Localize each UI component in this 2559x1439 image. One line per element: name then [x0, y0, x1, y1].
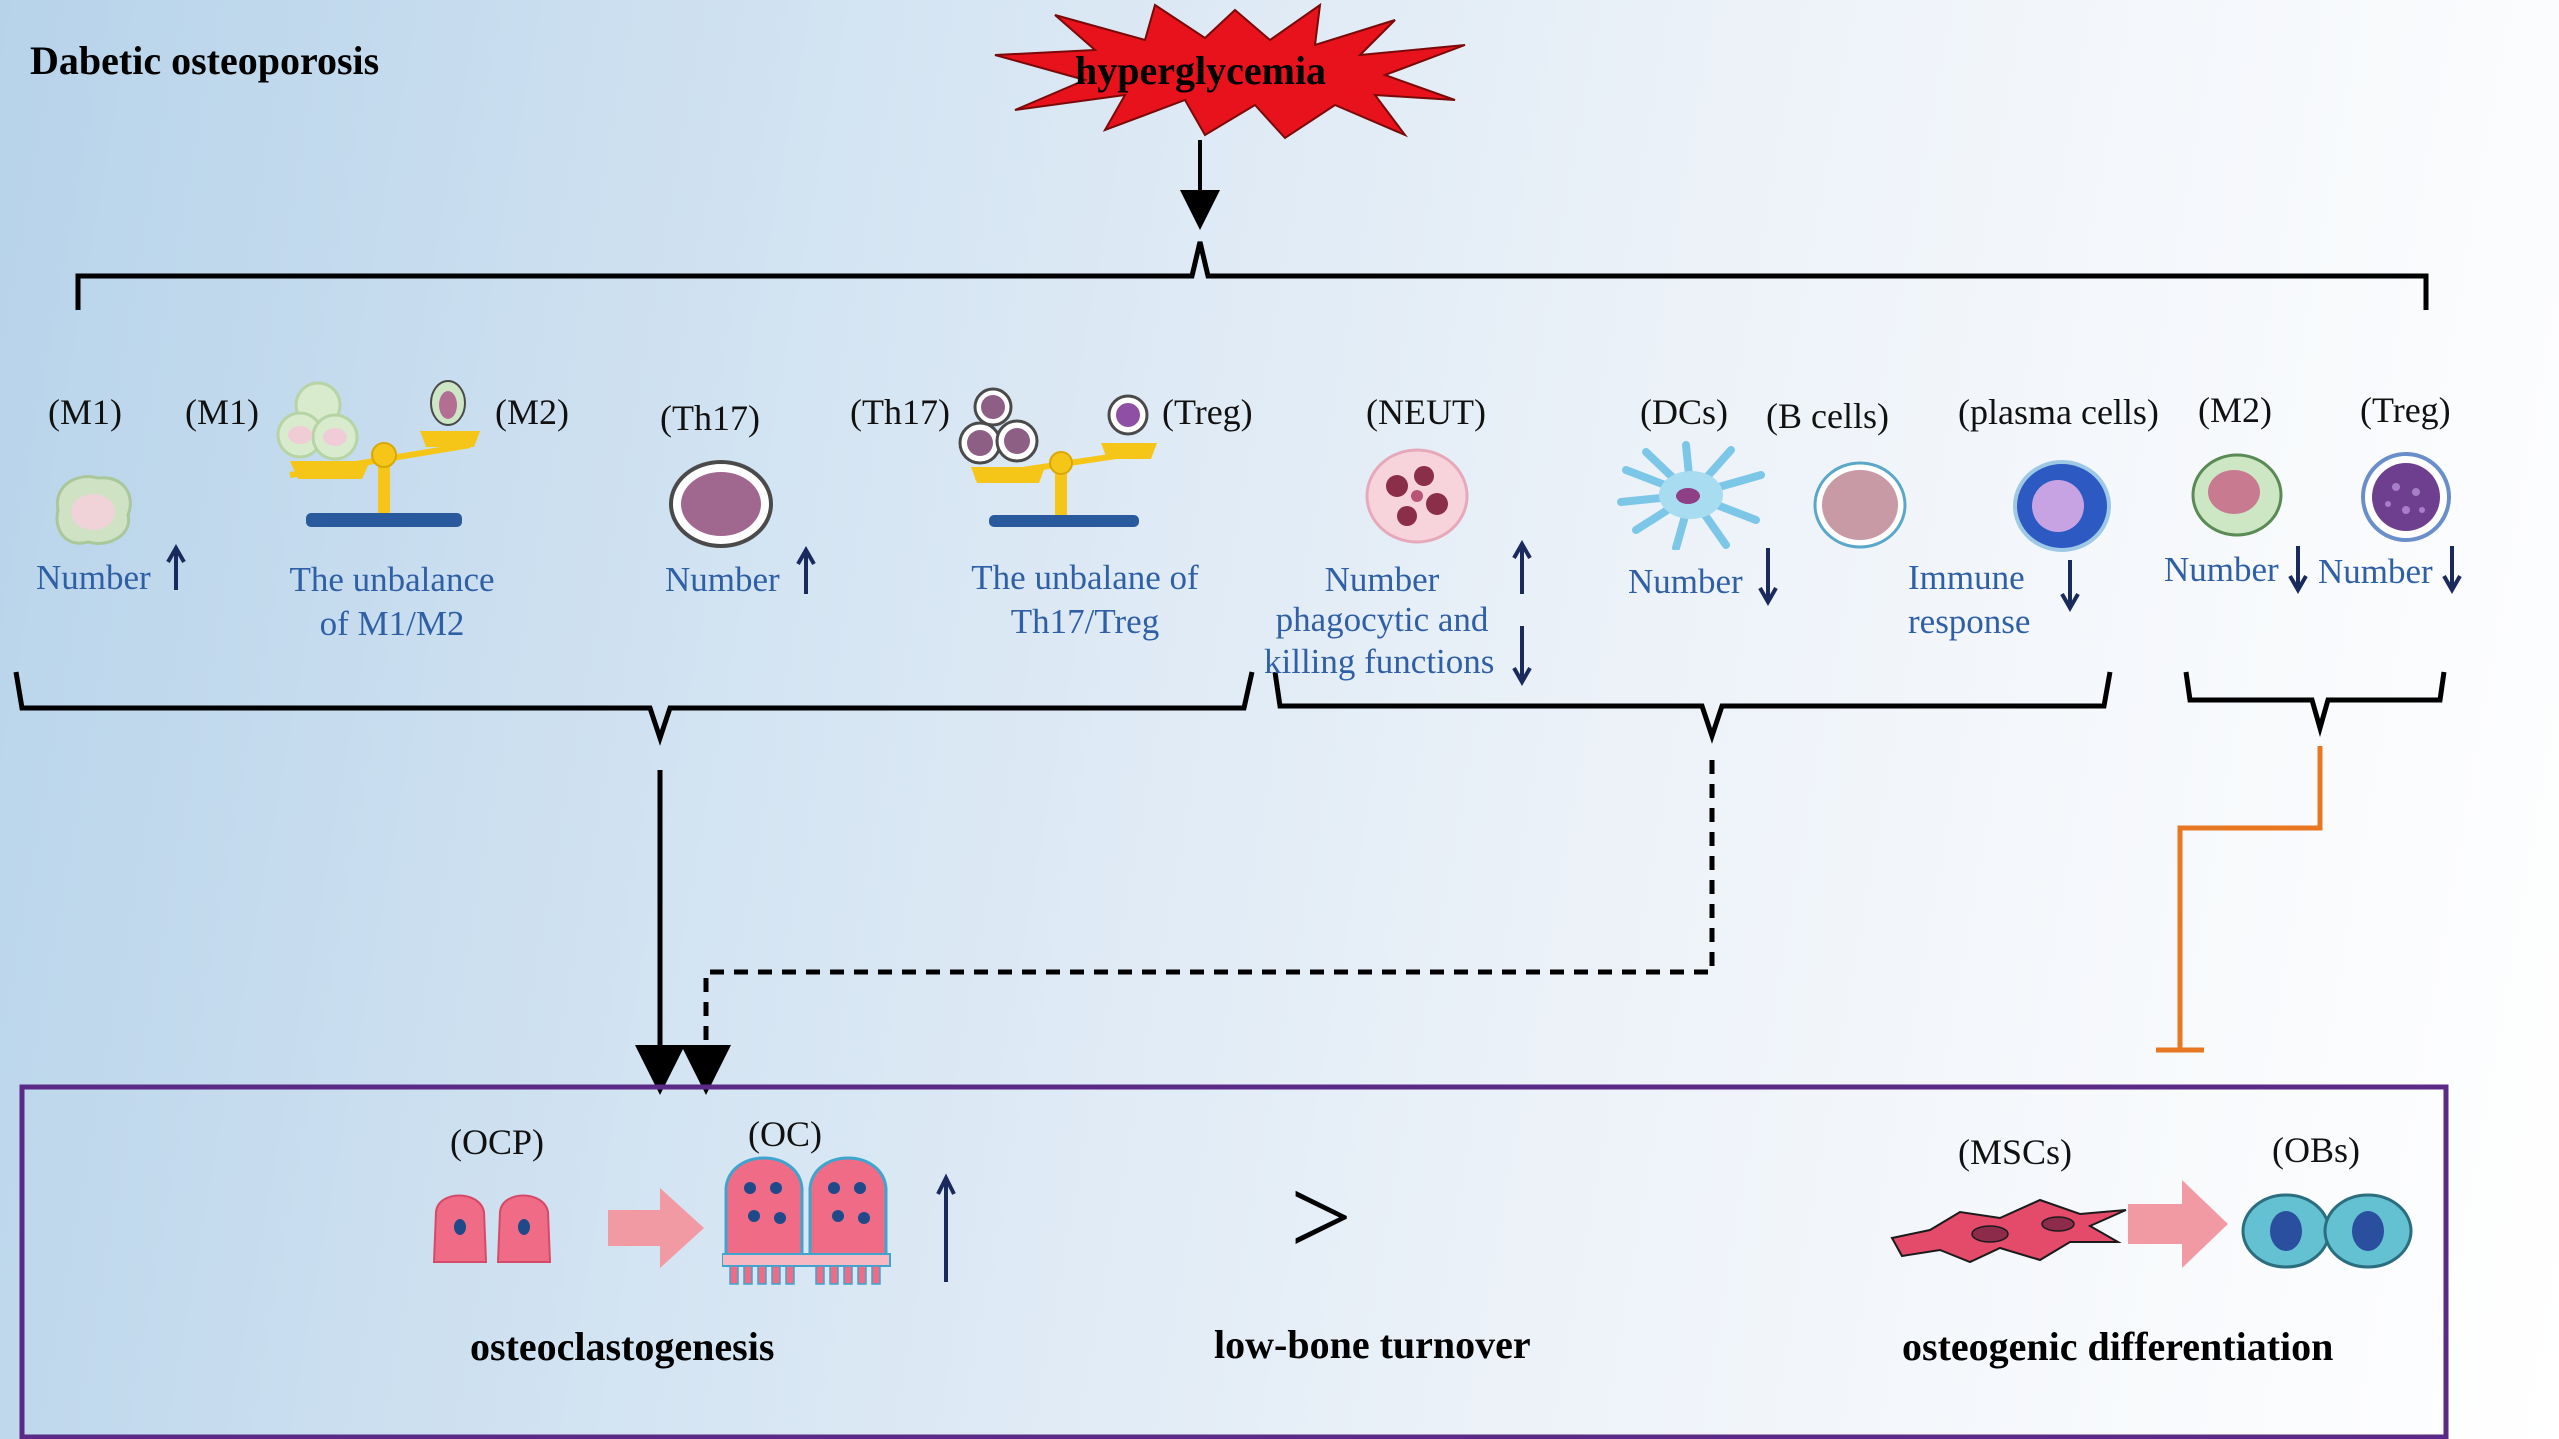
- treg-scale-label: (Treg): [1162, 392, 1253, 432]
- m2-number-label: Number: [2164, 550, 2279, 589]
- osteoclastogenesis-label: osteoclastogenesis: [470, 1324, 775, 1369]
- dcs-label: (DCs): [1640, 392, 1728, 432]
- hyperglycemia-burst-icon: [994, 2, 1466, 140]
- m2-label: (M2): [2198, 390, 2272, 430]
- m2-scale-label: (M2): [495, 392, 569, 432]
- th17-label: (Th17): [660, 398, 760, 438]
- neut-number-label: Number: [1324, 560, 1440, 599]
- top-bracket: [75, 241, 2429, 310]
- neut-cell-icon: [1365, 448, 1469, 544]
- m1-number-up-arrow: [166, 543, 186, 590]
- th17treg-unbalance-line1: The unbalane of: [971, 558, 1199, 597]
- oc-cells-icon: [722, 1156, 891, 1285]
- neut-number-up-arrow: [1512, 539, 1532, 594]
- page-title: Dabetic osteoporosis: [30, 38, 380, 83]
- neut-label: (NEUT): [1366, 392, 1486, 432]
- m2-cell-icon: [2191, 453, 2283, 537]
- th17-number-label: Number: [665, 560, 780, 599]
- neut-killing-label: killing functions: [1264, 642, 1495, 681]
- treg-number-down-arrow: [2442, 546, 2462, 595]
- m1m2-unbalance-line2: of M1/M2: [319, 604, 465, 643]
- group1-bracket: [13, 671, 1255, 746]
- th17treg-unbalance-line2: Th17/Treg: [1010, 602, 1160, 641]
- group3-bracket: [2183, 671, 2447, 738]
- immune-down-arrow: [2060, 560, 2080, 613]
- inhibition-line: [2177, 746, 2323, 1050]
- th17-scale-label: (Th17): [850, 392, 950, 432]
- th17-cell-icon: [669, 460, 773, 548]
- treg-label: (Treg): [2360, 390, 2451, 430]
- ocp-label: (OCP): [450, 1122, 545, 1162]
- dcs-number-down-arrow: [1758, 548, 1778, 607]
- oc-up-arrow: [936, 1173, 956, 1282]
- dashed-arrow-to-oc: [681, 760, 1715, 1095]
- m1-m2-scale-icon: [276, 380, 480, 527]
- osteogenic-differentiation-label: osteogenic differentiation: [1902, 1324, 2334, 1369]
- mscs-cells-icon: [1890, 1198, 2127, 1264]
- immune-label-line1: Immune: [1908, 558, 2025, 597]
- ocp-to-oc-arrow-icon: [608, 1188, 704, 1268]
- immune-label-line2: response: [1908, 602, 2031, 641]
- group2-bracket: [1272, 671, 2113, 744]
- m1-label: (M1): [48, 392, 122, 432]
- obs-cells-icon: [2241, 1193, 2413, 1269]
- greater-than-symbol: >: [1290, 1156, 1353, 1278]
- treg-cell-icon: [2361, 452, 2451, 542]
- m2-number-down-arrow: [2288, 546, 2308, 595]
- m1m2-unbalance-line1: The unbalance: [289, 560, 495, 599]
- neut-function-down-arrow: [1512, 626, 1532, 687]
- plasma-cell-icon: [2013, 460, 2111, 552]
- low-bone-turnover-label: low-bone turnover: [1214, 1322, 1531, 1367]
- mscs-to-obs-arrow-icon: [2128, 1180, 2228, 1268]
- oc-label: (OC): [748, 1114, 822, 1154]
- hyperglycemia-label: hyperglycemia: [1075, 48, 1327, 93]
- th17-number-up-arrow: [796, 545, 816, 594]
- m1-cell-icon: [55, 475, 132, 545]
- b-cell-icon: [1813, 461, 1907, 549]
- plasma-cells-label: (plasma cells): [1958, 392, 2159, 432]
- m1-number-label: Number: [36, 558, 151, 597]
- bcells-label: (B cells): [1766, 396, 1889, 436]
- obs-label: (OBs): [2272, 1130, 2360, 1170]
- dc-cell-icon: [1617, 441, 1765, 550]
- outcome-box: [19, 1084, 2449, 1439]
- mscs-label: (MSCs): [1958, 1132, 2073, 1172]
- ocp-cells-icon: [432, 1194, 552, 1263]
- m1-scale-label: (M1): [185, 392, 259, 432]
- th17-treg-scale-icon: [958, 387, 1157, 527]
- dcs-number-label: Number: [1628, 562, 1743, 601]
- neut-phagocytic-label: phagocytic and: [1275, 600, 1489, 639]
- treg-number-label: Number: [2318, 552, 2433, 591]
